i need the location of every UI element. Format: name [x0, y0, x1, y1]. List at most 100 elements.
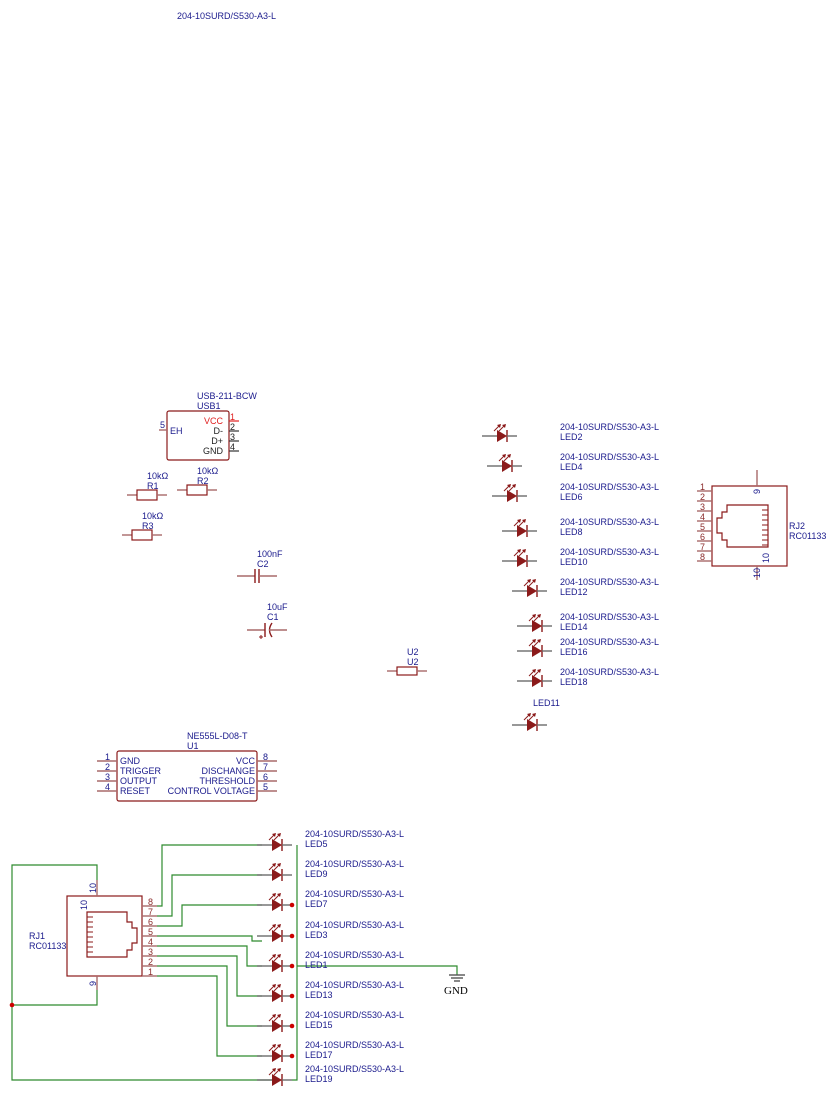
led-symbol[interactable] — [487, 454, 522, 472]
led-symbol[interactable] — [492, 484, 527, 502]
junction-dot — [289, 933, 295, 939]
led-value: 204-10SURD/S530-A3-L — [560, 637, 659, 647]
led-symbol[interactable] — [482, 424, 517, 442]
light-emission-icon — [268, 863, 281, 871]
diode-icon — [272, 839, 282, 851]
rj2-pin-num: 4 — [700, 512, 705, 522]
usb-pin-3-name: D+ — [211, 436, 223, 446]
light-emission-icon — [513, 549, 526, 557]
led-value: 204-10SURD/S530-A3-L — [560, 547, 659, 557]
led-symbol[interactable] — [257, 833, 292, 851]
led-ref: LED15 — [305, 1020, 333, 1030]
diode-icon — [497, 430, 507, 442]
rj1-value: RC01133 — [29, 941, 66, 951]
ne555-pin-name: DISCHANGE — [201, 766, 255, 776]
diode-icon — [272, 1050, 282, 1062]
led-symbol[interactable] — [512, 713, 547, 731]
led-value: 204-10SURD/S530-A3-L — [560, 517, 659, 527]
u2-ref: U2 — [407, 657, 419, 667]
led-value: 204-10SURD/S530-A3-L — [305, 1064, 404, 1074]
diode-icon — [272, 930, 282, 942]
ne555-pin-name: VCC — [236, 756, 256, 766]
ne555-value: NE555L-D08-T — [187, 731, 248, 741]
r2-ref: R2 — [197, 476, 209, 486]
ne555-pin-num: 8 — [263, 752, 268, 762]
led-symbol[interactable] — [517, 639, 552, 657]
led-ref: LED14 — [560, 622, 588, 632]
led-symbol[interactable] — [257, 1014, 295, 1032]
resistor-r1[interactable]: 10kΩ R1 — [127, 471, 169, 501]
led-symbol[interactable] — [502, 519, 537, 537]
diode-icon — [272, 869, 282, 881]
light-emission-icon — [523, 579, 536, 587]
capacitor-c1[interactable]: 10uF C1 — [247, 602, 288, 639]
r1-ref: R1 — [147, 481, 159, 491]
led-ref: LED3 — [305, 930, 328, 940]
ne555-pin-num: 6 — [263, 772, 268, 782]
led-symbol[interactable] — [257, 863, 292, 881]
led-led11[interactable]: LED11 — [512, 698, 560, 731]
rj1-pin-num: 8 — [148, 897, 153, 907]
rj2-pin-num: 7 — [700, 542, 705, 552]
component-u2[interactable]: U2 U2 — [387, 647, 427, 676]
c2-value: 100nF — [257, 549, 283, 559]
rj2-pin-num: 2 — [700, 492, 705, 502]
rj1-pin-num: 2 — [148, 957, 153, 967]
usb-pin-2-num: 2 — [230, 422, 235, 432]
light-emission-icon — [268, 924, 281, 932]
rj1-pin-10-outer: 10 — [88, 883, 98, 893]
led-ref: LED16 — [560, 647, 588, 657]
junction-dot — [289, 1023, 295, 1029]
resistor-r2[interactable]: 10kΩ R2 — [177, 466, 219, 496]
rj2-pin-10-outer: 10 — [752, 568, 762, 578]
rj2-pin-9-outer: 9 — [752, 489, 762, 494]
usb-ref: USB1 — [197, 401, 221, 411]
light-emission-icon — [268, 1044, 281, 1052]
usb-pin-3-num: 3 — [230, 432, 235, 442]
diode-icon — [527, 719, 537, 731]
wires-lower — [9, 844, 458, 1081]
junction-dot — [9, 1002, 15, 1008]
led-symbol[interactable] — [257, 893, 295, 911]
led11-ref: LED11 — [533, 698, 560, 708]
diode-icon — [272, 1020, 282, 1032]
usb-pin-2-name: D- — [214, 426, 224, 436]
led-ref: LED13 — [305, 990, 333, 1000]
led-symbol[interactable] — [517, 669, 552, 687]
led-symbol[interactable] — [257, 1068, 292, 1086]
led-symbol[interactable] — [257, 1044, 295, 1062]
led-symbol[interactable] — [517, 614, 552, 632]
light-emission-icon — [498, 454, 511, 462]
usb-value: USB-211-BCW — [197, 391, 257, 401]
light-emission-icon — [528, 669, 541, 677]
r2-value: 10kΩ — [197, 466, 219, 476]
capacitor-c2[interactable]: 100nF C2 — [237, 549, 283, 583]
led-symbol[interactable] — [257, 984, 295, 1002]
rj1-pin-num: 4 — [148, 937, 153, 947]
rj2-pin-num: 5 — [700, 522, 705, 532]
led-symbol[interactable] — [257, 954, 295, 972]
diode-icon — [517, 525, 527, 537]
led-value: 204-10SURD/S530-A3-L — [560, 482, 659, 492]
led-symbol[interactable] — [512, 579, 547, 597]
usb-pin-1-num: 1 — [230, 412, 235, 422]
light-emission-icon — [528, 639, 541, 647]
rj1-pin-num: 6 — [148, 917, 153, 927]
led-column-lower: 204-10SURD/S530-A3-LLED5204-10SURD/S530-… — [257, 829, 404, 1086]
c1-value: 10uF — [267, 602, 288, 612]
led-symbol[interactable] — [502, 549, 537, 567]
led-symbol[interactable] — [257, 924, 295, 942]
light-emission-icon — [268, 1068, 281, 1076]
rj2-pin-num: 1 — [700, 482, 705, 492]
usb-connector-usb1[interactable]: USB-211-BCW USB1 5 EH 1 VCC 2 D- 3 D+ 4 … — [159, 391, 257, 461]
resistor-r3[interactable]: 10kΩ R3 — [122, 511, 164, 541]
gnd-symbol[interactable]: GND — [444, 974, 468, 997]
led-column-upper: 204-10SURD/S530-A3-LLED2204-10SURD/S530-… — [482, 422, 659, 687]
led-ref: LED5 — [305, 839, 328, 849]
r3-value: 10kΩ — [142, 511, 164, 521]
diode-icon — [272, 990, 282, 1002]
